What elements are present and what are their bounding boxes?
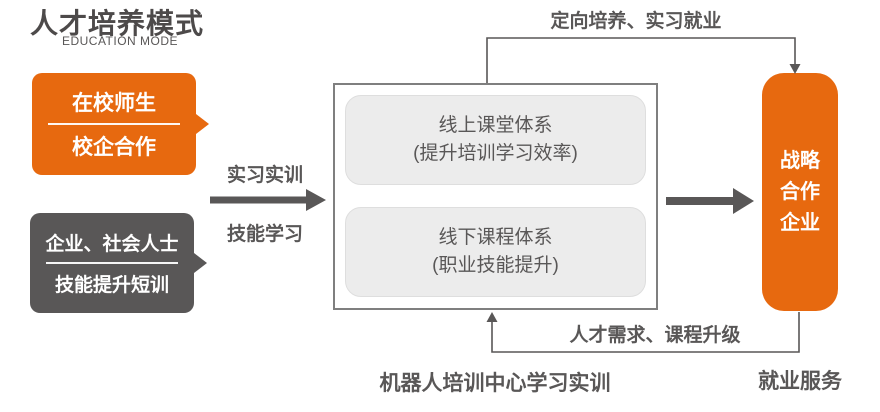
offline-course-box: 线下课程体系 (职业技能提升)	[345, 207, 646, 297]
online-course-title: 线上课堂体系	[438, 115, 553, 136]
partner-line3: 企业	[780, 211, 820, 234]
bubble-school-line1: 在校师生	[72, 92, 156, 115]
online-course-box: 线上课堂体系 (提升培训学习效率)	[345, 95, 646, 185]
bubble-school-staff: 在校师生 校企合作	[32, 73, 209, 175]
arrow-left-to-center-icon	[210, 189, 326, 211]
arrowhead-up-icon	[486, 312, 498, 322]
mid-flow-top-label: 实习实训	[226, 165, 303, 186]
bubble-social-line2: 技能提升短训	[54, 275, 169, 296]
mid-flow-bottom-label: 技能学习	[226, 224, 303, 245]
bubble-enterprise-social: 企业、社会人士 技能提升短训	[30, 213, 207, 313]
partner-line2: 合作	[780, 180, 820, 203]
caption-employment-service: 就业服务	[758, 370, 842, 393]
loop-top-label: 定向培养、实习就业	[550, 11, 722, 32]
bubble-tail-icon	[194, 253, 207, 273]
caption-training-center: 机器人培训中心学习实训	[379, 372, 611, 395]
bubble-social-line1: 企业、社会人士	[45, 234, 179, 255]
page-subtitle: EDUCATION MODE	[61, 34, 179, 48]
offline-course-note: (职业技能提升)	[432, 255, 559, 276]
partner-line1: 战略	[780, 149, 820, 172]
bubble-tail-icon	[196, 114, 209, 134]
strategic-partner-box: 战略 合作 企业	[762, 73, 838, 311]
bubble-divider	[46, 262, 178, 264]
bubble-school-line2: 校企合作	[72, 136, 156, 159]
online-course-note: (提升培训学习效率)	[413, 143, 578, 164]
bubble-divider	[48, 123, 180, 125]
page-title: 人才培养模式	[30, 8, 205, 39]
loop-bottom-label: 人才需求、课程升级	[569, 325, 741, 346]
loop-top-connector	[486, 37, 801, 83]
offline-course-title: 线下课程体系	[438, 227, 553, 248]
arrow-center-to-partner-icon	[666, 188, 754, 214]
